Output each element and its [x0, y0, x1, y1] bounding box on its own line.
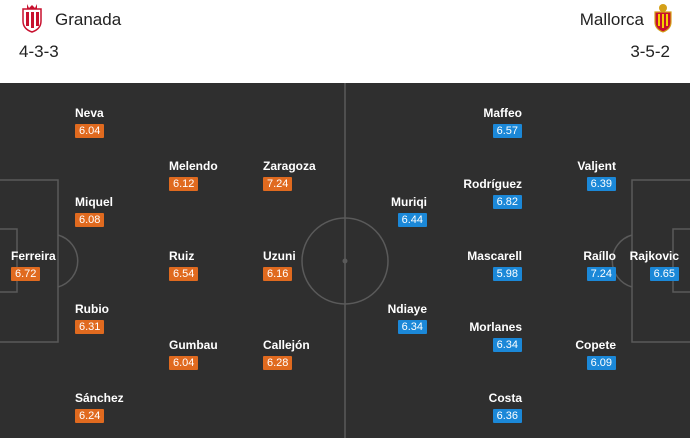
player-rating: 6.39	[586, 177, 616, 191]
home-player[interactable]: Ruiz 6.54	[169, 249, 199, 282]
player-name: Rodríguez	[463, 177, 522, 191]
player-rating: 7.24	[263, 177, 293, 191]
away-player[interactable]: Ndiaye 6.34	[388, 302, 427, 335]
player-name: Miquel	[75, 195, 113, 209]
player-name: Maffeo	[483, 106, 522, 120]
player-name: Melendo	[169, 159, 218, 173]
home-player[interactable]: Ferreira 6.72	[11, 249, 56, 282]
player-name: Gumbau	[169, 338, 218, 352]
player-rating: 6.44	[397, 213, 427, 227]
home-player[interactable]: Uzuni 6.16	[263, 249, 296, 282]
player-name: Neva	[75, 106, 104, 120]
pitch: Neva 6.04 Melendo 6.12 Zaragoza 7.24 Miq…	[0, 83, 690, 438]
player-rating: 6.24	[75, 409, 105, 423]
player-name: Morlanes	[469, 320, 522, 334]
player-rating: 6.36	[492, 409, 522, 423]
away-player[interactable]: Copete 6.09	[575, 338, 616, 371]
granada-crest-icon	[22, 4, 42, 33]
player-rating: 7.24	[586, 267, 616, 281]
player-rating: 6.12	[169, 177, 199, 191]
mallorca-crest-icon	[654, 4, 672, 33]
player-rating: 6.04	[75, 124, 105, 138]
player-name: Ruiz	[169, 249, 195, 263]
player-rating: 6.34	[492, 338, 522, 352]
away-player[interactable]: Raíllo 7.24	[583, 249, 616, 282]
player-rating: 6.34	[397, 320, 427, 334]
player-rating: 6.57	[492, 124, 522, 138]
away-player[interactable]: Maffeo 6.57	[483, 106, 522, 139]
home-player[interactable]: Sánchez 6.24	[75, 391, 124, 424]
player-rating: 5.98	[492, 267, 522, 281]
away-team-name[interactable]: Mallorca	[579, 10, 644, 29]
player-name: Uzuni	[263, 249, 296, 263]
player-rating: 6.82	[492, 195, 522, 209]
player-name: Mascarell	[467, 249, 522, 263]
pitch-markings	[0, 83, 690, 438]
player-rating: 6.09	[586, 356, 616, 370]
away-formation: 3-5-2	[630, 42, 670, 61]
home-player[interactable]: Zaragoza 7.24	[263, 159, 316, 192]
home-player[interactable]: Melendo 6.12	[169, 159, 218, 192]
player-rating: 6.04	[169, 356, 199, 370]
player-rating: 6.54	[169, 267, 199, 281]
player-name: Muriqi	[391, 195, 427, 209]
player-name: Copete	[575, 338, 616, 352]
player-rating: 6.72	[11, 267, 41, 281]
home-player[interactable]: Miquel 6.08	[75, 195, 113, 228]
player-rating: 6.31	[75, 320, 105, 334]
player-rating: 6.08	[75, 213, 105, 227]
player-name: Sánchez	[75, 391, 124, 405]
player-name: Costa	[488, 391, 522, 405]
home-player[interactable]: Neva 6.04	[75, 106, 105, 139]
away-player[interactable]: Muriqi 6.44	[391, 195, 427, 228]
away-player[interactable]: Rodríguez 6.82	[463, 177, 522, 210]
away-player[interactable]: Morlanes 6.34	[469, 320, 522, 353]
player-name: Zaragoza	[263, 159, 316, 173]
player-name: Callejón	[263, 338, 310, 352]
player-name: Rajkovic	[629, 249, 679, 263]
match-header: Granada 4-3-3 Mallorca 3-5-2	[0, 0, 690, 83]
player-name: Ndiaye	[387, 302, 427, 316]
home-team-name[interactable]: Granada	[55, 10, 122, 29]
away-player[interactable]: Costa 6.36	[489, 391, 522, 424]
home-player[interactable]: Rubio 6.31	[75, 302, 109, 335]
home-player[interactable]: Gumbau 6.04	[169, 338, 218, 371]
away-player[interactable]: Valjent 6.39	[577, 159, 616, 192]
player-name: Ferreira	[11, 249, 56, 263]
away-player[interactable]: Mascarell 5.98	[467, 249, 522, 282]
player-name: Raíllo	[583, 249, 616, 263]
player-name: Rubio	[75, 302, 109, 316]
home-formation: 4-3-3	[19, 42, 59, 61]
player-rating: 6.28	[263, 356, 293, 370]
home-player[interactable]: Callejón 6.28	[263, 338, 310, 371]
away-player[interactable]: Rajkovic 6.65	[630, 249, 679, 282]
player-rating: 6.65	[649, 267, 679, 281]
player-rating: 6.16	[263, 267, 293, 281]
player-name: Valjent	[577, 159, 616, 173]
